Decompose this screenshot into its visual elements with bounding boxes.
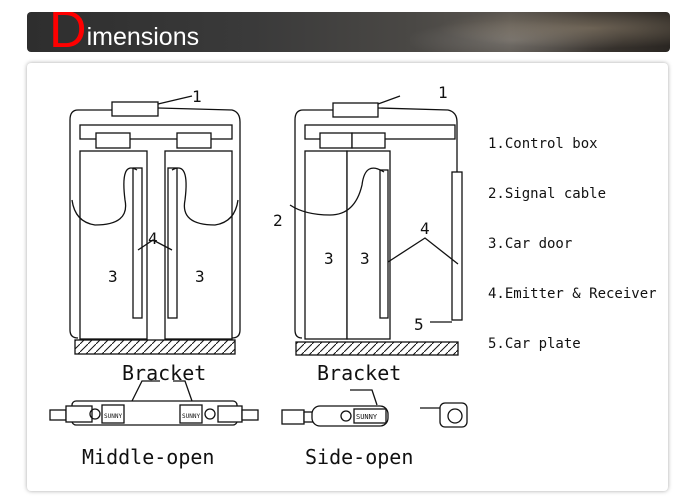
- legend-item: 3.Car door: [488, 236, 572, 252]
- label-4: 4: [148, 229, 158, 248]
- legend-item: 1.Control box: [488, 136, 598, 152]
- caption-middle-open: Middle-open: [82, 445, 214, 469]
- connector-box-right: [176, 132, 212, 149]
- car-door-left: [304, 150, 348, 340]
- car-plate: [295, 341, 459, 356]
- receiver-strip: [451, 171, 463, 321]
- legend-item: 2.Signal cable: [488, 186, 606, 202]
- legend-item: 4.Emitter & Receiver: [488, 286, 657, 302]
- bracket-label: Bracket: [317, 361, 401, 385]
- emitter-strip: [132, 167, 143, 319]
- label-1: 1: [438, 83, 448, 102]
- brand: SUNNY: [356, 413, 378, 421]
- side-open-bracket: Bracket SUNNY Side-open: [281, 361, 468, 469]
- brand-left: SUNNY: [104, 413, 122, 420]
- caption-side-open: Side-open: [305, 445, 413, 469]
- legend: 1.Control box 2.Signal cable 3.Car door …: [488, 136, 657, 352]
- section-title: Dimensions: [49, 12, 199, 52]
- control-box: [111, 101, 159, 117]
- section-header: Dimensions: [27, 12, 670, 52]
- middle-open-drawing: 1 4 3 3: [69, 87, 241, 355]
- cable-loop-right: [157, 107, 241, 339]
- label-3-left: 3: [324, 249, 334, 268]
- label-1: 1: [192, 87, 202, 106]
- cable-loop-left: [69, 109, 112, 339]
- emitter-strip: [379, 169, 389, 319]
- brand-right: SUNNY: [182, 413, 200, 420]
- label-3-left: 3: [108, 267, 118, 286]
- car-plate: [74, 339, 236, 355]
- bracket-label: Bracket: [122, 361, 206, 385]
- label-3-right: 3: [360, 249, 370, 268]
- middle-open-bracket: Bracket SUNNY SUNNY Middle-open: [49, 361, 259, 469]
- legend-item: 5.Car plate: [488, 336, 581, 352]
- label-3-right: 3: [195, 267, 205, 286]
- receiver-strip: [167, 167, 178, 319]
- label-5: 5: [414, 315, 424, 334]
- label-2: 2: [273, 211, 283, 230]
- header-decoration: [410, 12, 670, 52]
- side-open-drawing: 1 2 3 3 4 5: [273, 83, 463, 356]
- label-4: 4: [420, 219, 430, 238]
- title-rest: imensions: [86, 23, 200, 51]
- connector-box-left: [95, 132, 131, 149]
- title-initial: D: [49, 12, 87, 52]
- control-box: [332, 102, 379, 118]
